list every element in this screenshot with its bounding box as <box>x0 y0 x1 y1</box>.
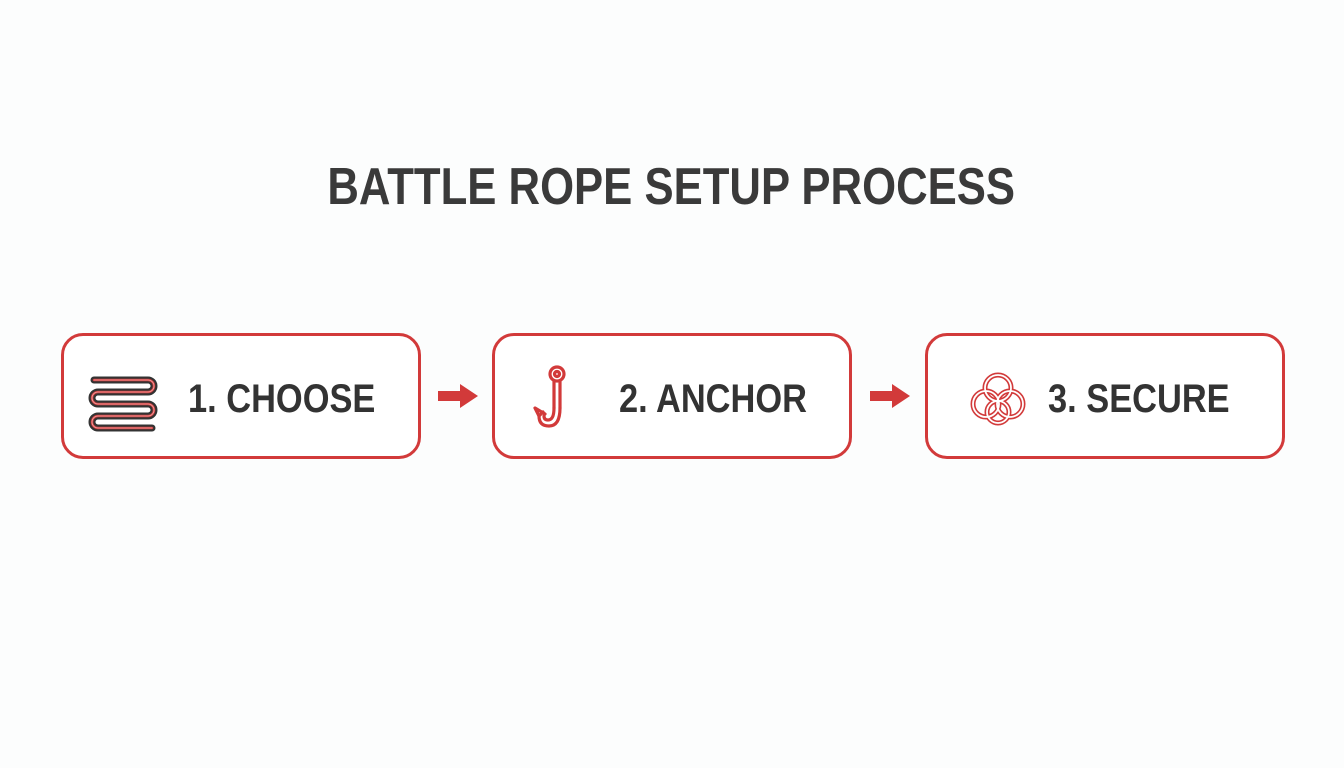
diagram-title: BATTLE ROPE SETUP PROCESS <box>327 158 1016 216</box>
knot-icon <box>962 364 1034 436</box>
step-choose: 1. CHOOSE <box>61 333 421 459</box>
arrow-right-icon <box>868 381 912 411</box>
step-label: 3. SECURE <box>1048 377 1230 421</box>
arrow-right-icon <box>436 381 480 411</box>
step-label: 1. CHOOSE <box>188 377 376 421</box>
hook-icon <box>523 364 595 436</box>
step-secure: 3. SECURE <box>925 333 1285 459</box>
step-anchor: 2. ANCHOR <box>492 333 852 459</box>
step-label: 2. ANCHOR <box>619 377 807 421</box>
rope-coil-icon <box>86 364 158 436</box>
